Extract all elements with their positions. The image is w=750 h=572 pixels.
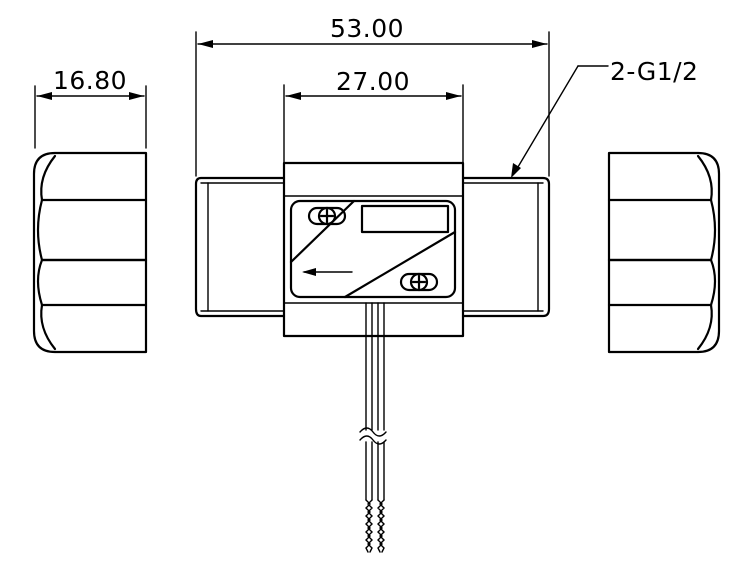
dimension-body-length: 27.00 xyxy=(283,67,464,163)
screw-icon xyxy=(307,206,347,226)
thread-callout: 2-G1/2 xyxy=(511,57,698,178)
screw-icon xyxy=(399,272,439,292)
thread-callout-label: 2-G1/2 xyxy=(610,57,698,86)
sensor-body xyxy=(282,161,465,338)
right-hex-nut xyxy=(607,151,721,354)
dimension-label-overall: 53.00 xyxy=(330,14,404,43)
right-thread-pipe xyxy=(461,176,551,318)
wire-ends xyxy=(365,499,385,553)
dimension-label-body: 27.00 xyxy=(336,67,410,96)
display-window xyxy=(360,204,450,234)
left-hex-nut xyxy=(32,151,148,354)
dimension-nut-width: 16.80 xyxy=(34,66,147,149)
dimension-label-nut: 16.80 xyxy=(53,66,127,95)
dimension-overall-length: 53.00 xyxy=(195,14,550,177)
label-plate xyxy=(289,199,457,299)
left-thread-pipe xyxy=(194,176,286,318)
arrow-left-icon xyxy=(302,268,353,276)
sensor-cable xyxy=(359,302,387,501)
